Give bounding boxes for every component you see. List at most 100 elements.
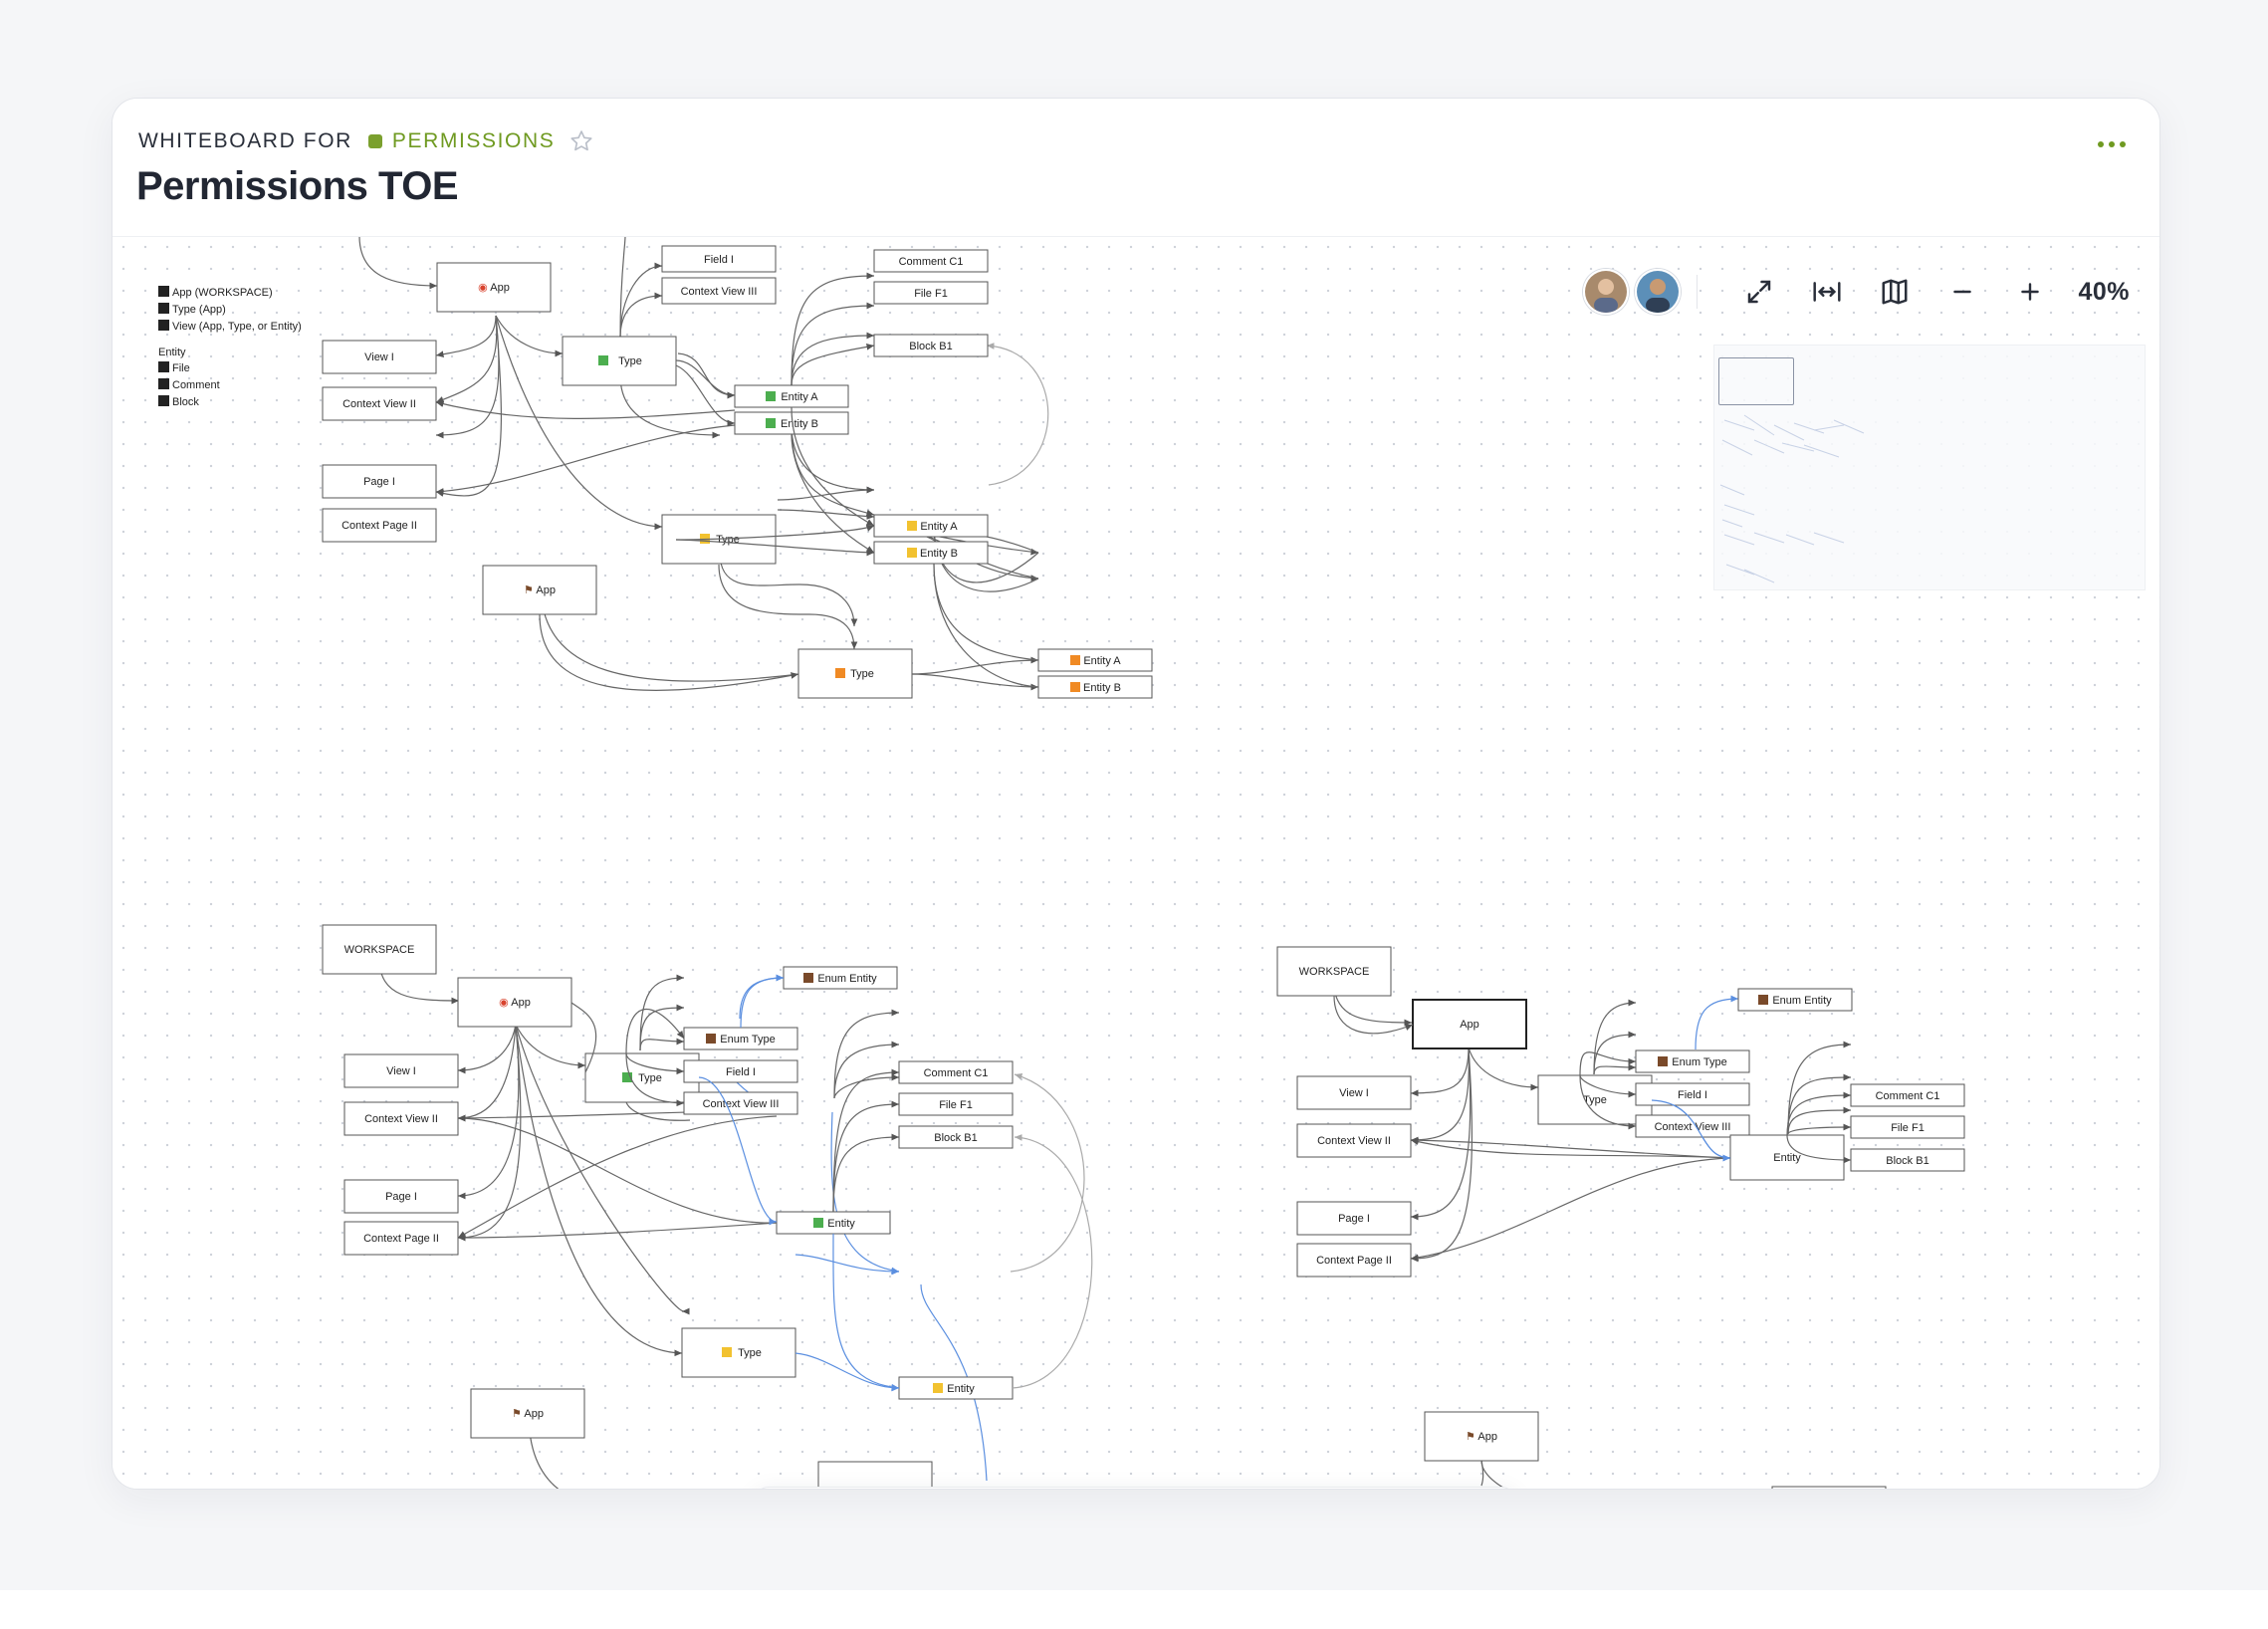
node-context-page[interactable]	[1296, 1243, 1412, 1278]
node-context-view-iii[interactable]	[661, 277, 777, 305]
svg-text:Enum Entity: Enum Entity	[817, 973, 877, 985]
node-app[interactable]	[436, 262, 552, 313]
svg-text:Type: Type	[618, 355, 642, 367]
node-context-page[interactable]	[343, 1221, 459, 1256]
star-icon[interactable]	[568, 128, 594, 154]
diagram-2-extra-edges	[457, 1002, 900, 1357]
node-page[interactable]	[343, 1179, 459, 1214]
node-page[interactable]	[322, 464, 437, 499]
svg-text:Type: Type	[638, 1072, 662, 1084]
node-app[interactable]	[1412, 999, 1527, 1049]
zoom-level[interactable]: 40%	[2078, 277, 2130, 306]
node-field[interactable]	[661, 245, 777, 273]
project-link[interactable]: PERMISSIONS	[391, 129, 556, 152]
svg-text:File: File	[172, 362, 190, 374]
breadcrumb: WHITEBOARD FOR PERMISSIONS	[138, 128, 594, 154]
svg-text:Page I: Page I	[385, 1191, 417, 1203]
svg-text:Enum Type: Enum Type	[720, 1034, 775, 1046]
zoom-out-icon[interactable]	[1938, 268, 1986, 316]
svg-text:Entity: Entity	[947, 1383, 975, 1395]
minimap[interactable]	[1713, 345, 2146, 590]
svg-text:Context View II: Context View II	[1317, 1135, 1391, 1147]
svg-text:Field I: Field I	[726, 1066, 756, 1078]
svg-text:Entity: Entity	[1773, 1152, 1801, 1164]
node-view[interactable]	[343, 1053, 459, 1088]
node-context-view[interactable]	[322, 386, 437, 421]
svg-text:Entity A: Entity A	[1083, 655, 1121, 667]
node-comment[interactable]	[873, 249, 989, 273]
svg-text:Block B1: Block B1	[909, 341, 952, 352]
diagram-3-edges	[1332, 974, 1852, 1487]
svg-text:Context Page II: Context Page II	[363, 1233, 439, 1245]
zoom-in-icon[interactable]	[2006, 268, 2054, 316]
node-context-page[interactable]	[322, 508, 437, 543]
svg-text:⚑ App: ⚑ App	[524, 584, 556, 596]
svg-text:Entity B: Entity B	[920, 548, 958, 560]
canvas-top-controls: 40%	[1583, 268, 2130, 316]
svg-text:WORKSPACE: WORKSPACE	[1299, 966, 1370, 978]
svg-text:Context Page II: Context Page II	[1316, 1255, 1392, 1267]
svg-text:Block B1: Block B1	[934, 1132, 977, 1144]
page-title: Permissions TOE	[136, 164, 459, 208]
node-view[interactable]	[1296, 1075, 1412, 1110]
more-options-icon[interactable]	[2094, 134, 2130, 154]
svg-text:Enum Entity: Enum Entity	[1772, 995, 1832, 1007]
user-avatar-2[interactable]	[1635, 269, 1682, 315]
node-workspace[interactable]	[322, 924, 437, 975]
diagram-1-nodes[interactable]: ◉ App Type View I Context View II Page I…	[322, 245, 1153, 699]
legend: App (WORKSPACE) Type (App) View (App, Ty…	[158, 286, 302, 408]
svg-text:Field I: Field I	[1678, 1089, 1707, 1101]
node-page[interactable]	[1296, 1201, 1412, 1236]
node-app-2[interactable]	[1424, 1411, 1539, 1462]
minimap-viewport[interactable]	[1718, 357, 1794, 405]
svg-text:Page I: Page I	[363, 476, 395, 488]
svg-text:Entity B: Entity B	[781, 418, 818, 430]
svg-text:Type: Type	[716, 534, 740, 546]
node-workspace[interactable]	[1276, 946, 1392, 997]
svg-text:Type: Type	[1583, 1094, 1607, 1106]
minimap-preview	[1719, 414, 1865, 583]
user-avatar-1[interactable]	[1583, 269, 1630, 315]
whiteboard-card: WHITEBOARD FOR PERMISSIONS Permissions T…	[112, 98, 2160, 1490]
svg-text:Comment: Comment	[172, 379, 220, 391]
node-view[interactable]	[322, 340, 437, 374]
svg-text:Type: Type	[738, 1347, 762, 1359]
node-type-2[interactable]	[1771, 1486, 1887, 1489]
node-type[interactable]	[1537, 1074, 1653, 1125]
whiteboard-canvas[interactable]: App (WORKSPACE) Type (App) View (App, Ty…	[113, 236, 2159, 1489]
svg-text:Page I: Page I	[1338, 1213, 1370, 1225]
node-type[interactable]	[562, 336, 677, 386]
diagram-1-extra-edges	[539, 359, 1039, 691]
node-file[interactable]	[873, 281, 989, 305]
map-icon[interactable]	[1871, 268, 1919, 316]
svg-text:Context View III: Context View III	[1655, 1121, 1731, 1133]
node-app-2[interactable]	[470, 1388, 585, 1439]
svg-text:View I: View I	[386, 1065, 416, 1077]
svg-text:Context View II: Context View II	[364, 1113, 438, 1125]
diagram-3-nodes[interactable]: WORKSPACE App Type View I Context View I…	[1276, 946, 2108, 1489]
svg-text:Comment C1: Comment C1	[924, 1067, 989, 1079]
svg-text:Enum Type: Enum Type	[1672, 1056, 1726, 1068]
page-bottom-band	[0, 1590, 2268, 1629]
node-block[interactable]	[873, 334, 989, 357]
fit-width-icon[interactable]	[1803, 268, 1851, 316]
controls-divider	[1697, 275, 1699, 309]
node-type-3[interactable]	[817, 1461, 933, 1489]
node-type[interactable]	[584, 1052, 700, 1103]
node-type-2[interactable]	[681, 1327, 796, 1378]
svg-text:App (WORKSPACE): App (WORKSPACE)	[172, 287, 273, 299]
node-context-view[interactable]	[343, 1101, 459, 1136]
svg-text:◉ App: ◉ App	[478, 282, 510, 294]
expand-icon[interactable]	[1735, 268, 1783, 316]
svg-text:App: App	[1460, 1019, 1479, 1031]
node-app[interactable]	[457, 977, 572, 1028]
permissions-diagram[interactable]: App (WORKSPACE) Type (App) View (App, Ty…	[113, 236, 2159, 1489]
node-enum-entity[interactable]	[1737, 988, 1853, 1012]
svg-text:Block B1: Block B1	[1886, 1155, 1928, 1167]
svg-text:Context View III: Context View III	[681, 286, 758, 298]
svg-text:Entity: Entity	[827, 1218, 855, 1230]
diagram-2-nodes[interactable]: WORKSPACE ◉ App Type View I Context View…	[322, 924, 1014, 1489]
whiteboard-header: WHITEBOARD FOR PERMISSIONS Permissions T…	[113, 99, 2159, 237]
svg-text:◉ App: ◉ App	[499, 997, 531, 1009]
svg-text:Context Page II: Context Page II	[341, 520, 417, 532]
